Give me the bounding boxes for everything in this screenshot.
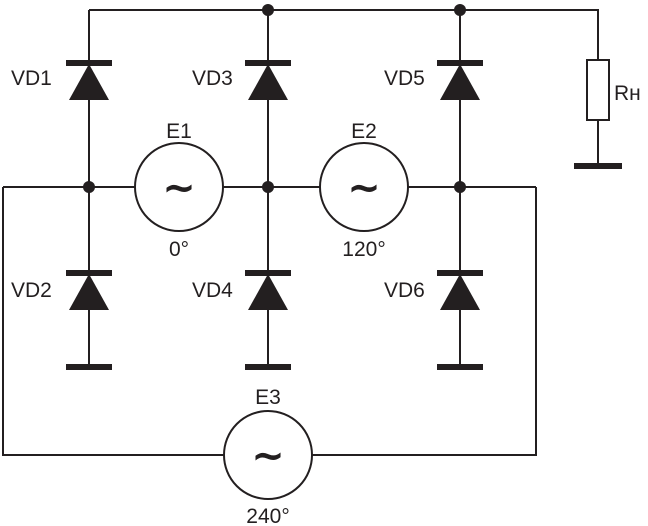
- source-e3-symbol: ~: [251, 433, 285, 479]
- top-bus-wire: [89, 9, 599, 60]
- source-e1-label: E1: [166, 120, 192, 143]
- source-e1-circle: [134, 142, 224, 232]
- source-e2-label: E2: [351, 120, 377, 143]
- source-e3-phase: 240°: [246, 505, 289, 526]
- vd3-diode-triangle: [248, 64, 288, 100]
- mid-node-3: [454, 181, 466, 193]
- source-e3-circle: [223, 410, 313, 500]
- vd5-label: VD5: [384, 67, 425, 90]
- source-e1-phase: 0°: [169, 238, 189, 261]
- vd6-label: VD6: [384, 279, 425, 302]
- vd4-diode-triangle: [248, 274, 288, 310]
- source-e1-symbol: ~: [162, 165, 196, 211]
- load-resistor: [586, 59, 610, 121]
- mid-node-1: [83, 181, 95, 193]
- vd5-diode-triangle: [440, 64, 480, 100]
- outer-loop-right: [312, 187, 537, 456]
- vd1-label: VD1: [11, 67, 52, 90]
- load-label: Rн: [614, 82, 641, 105]
- vd3-label: VD3: [192, 67, 233, 90]
- source-e2-symbol: ~: [347, 165, 381, 211]
- source-e2-phase: 120°: [342, 238, 385, 261]
- vd2-label: VD2: [11, 279, 52, 302]
- vd1-diode-triangle: [69, 64, 109, 100]
- source-e2-circle: [319, 142, 409, 232]
- source-e3-label: E3: [255, 386, 281, 409]
- vd6-diode-triangle: [440, 274, 480, 310]
- outer-loop-left: [2, 187, 224, 456]
- vd4-label: VD4: [192, 279, 233, 302]
- mid-node-2: [262, 181, 274, 193]
- vd2-diode-triangle: [69, 274, 109, 310]
